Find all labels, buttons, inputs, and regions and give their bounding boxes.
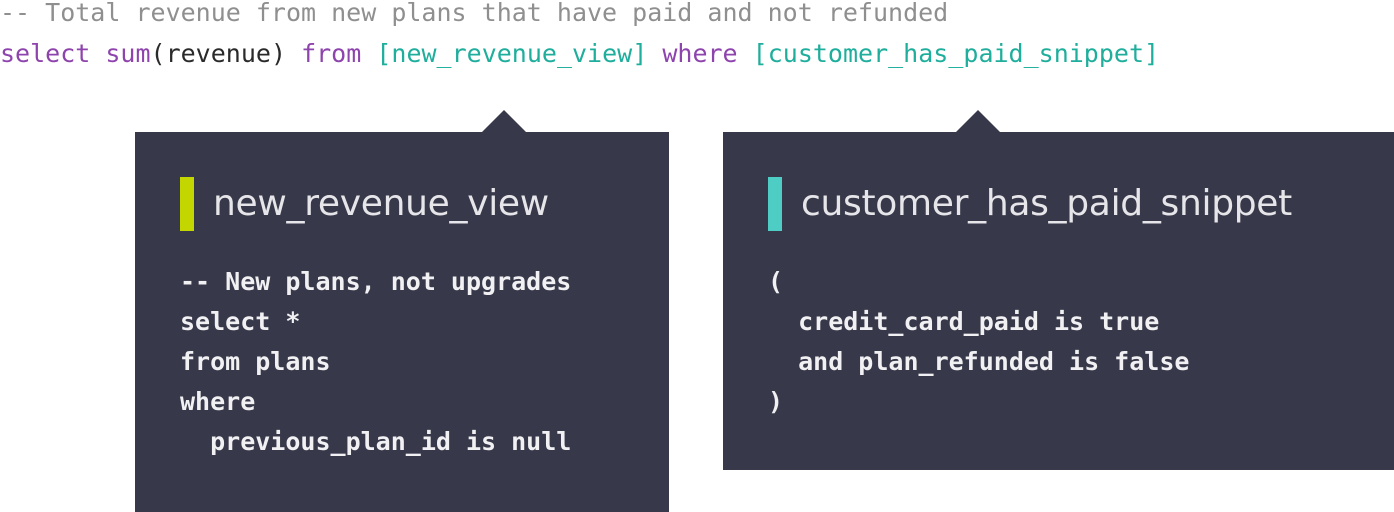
keyword-select: select <box>0 39 91 68</box>
tooltip-title: customer_has_paid_snippet <box>801 183 1292 224</box>
tooltip-header: customer_has_paid_snippet <box>768 177 1292 231</box>
tooltip-pointer <box>956 110 1000 132</box>
tooltip-pointer <box>482 110 526 132</box>
sql-query-line: select sum(revenue) from [new_revenue_vi… <box>0 39 1159 69</box>
tooltip-title: new_revenue_view <box>213 183 549 224</box>
sql-comment-line: -- Total revenue from new plans that hav… <box>0 0 949 27</box>
tooltip-header: new_revenue_view <box>180 177 549 231</box>
snippet-tooltip: customer_has_paid_snippet ( credit_card_… <box>723 110 1394 470</box>
tooltip-code-block: ( credit_card_paid is true and plan_refu… <box>768 267 1190 416</box>
accent-bar <box>768 177 782 231</box>
keyword-where: where <box>662 39 738 68</box>
view-reference-link[interactable]: [new_revenue_view] <box>376 39 648 68</box>
snippet-reference-link[interactable]: [customer_has_paid_snippet] <box>752 39 1160 68</box>
accent-bar <box>180 177 194 231</box>
view-tooltip: new_revenue_view -- New plans, not upgra… <box>135 110 669 512</box>
function-sum: sum <box>105 39 151 68</box>
keyword-from: from <box>301 39 362 68</box>
tooltip-code-block: -- New plans, not upgrades select * from… <box>180 267 572 456</box>
sum-arguments: (revenue) <box>150 39 286 68</box>
